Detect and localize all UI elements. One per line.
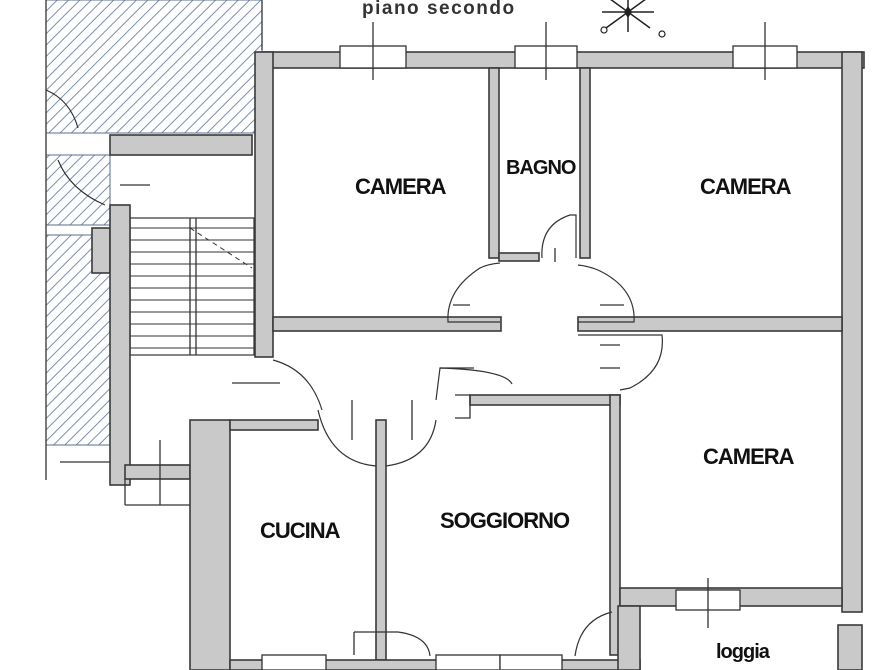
room-label-soggiorno: SOGGIORNO bbox=[440, 508, 570, 533]
room-label-camera-top-left: CAMERA bbox=[355, 174, 447, 199]
neighbour-area bbox=[45, 0, 263, 480]
plan-title: piano secondo bbox=[362, 0, 516, 19]
room-label-loggia: loggia bbox=[716, 641, 771, 663]
doors bbox=[272, 214, 663, 657]
room-label-camera-top-right: CAMERA bbox=[700, 174, 792, 199]
room-label-camera-right: CAMERA bbox=[703, 444, 795, 469]
staircase bbox=[60, 134, 280, 463]
room-label-cucina: CUCINA bbox=[260, 518, 341, 543]
windows bbox=[159, 22, 798, 670]
compass-rose-icon bbox=[600, 0, 666, 38]
room-label-bagno: BAGNO bbox=[506, 157, 576, 179]
